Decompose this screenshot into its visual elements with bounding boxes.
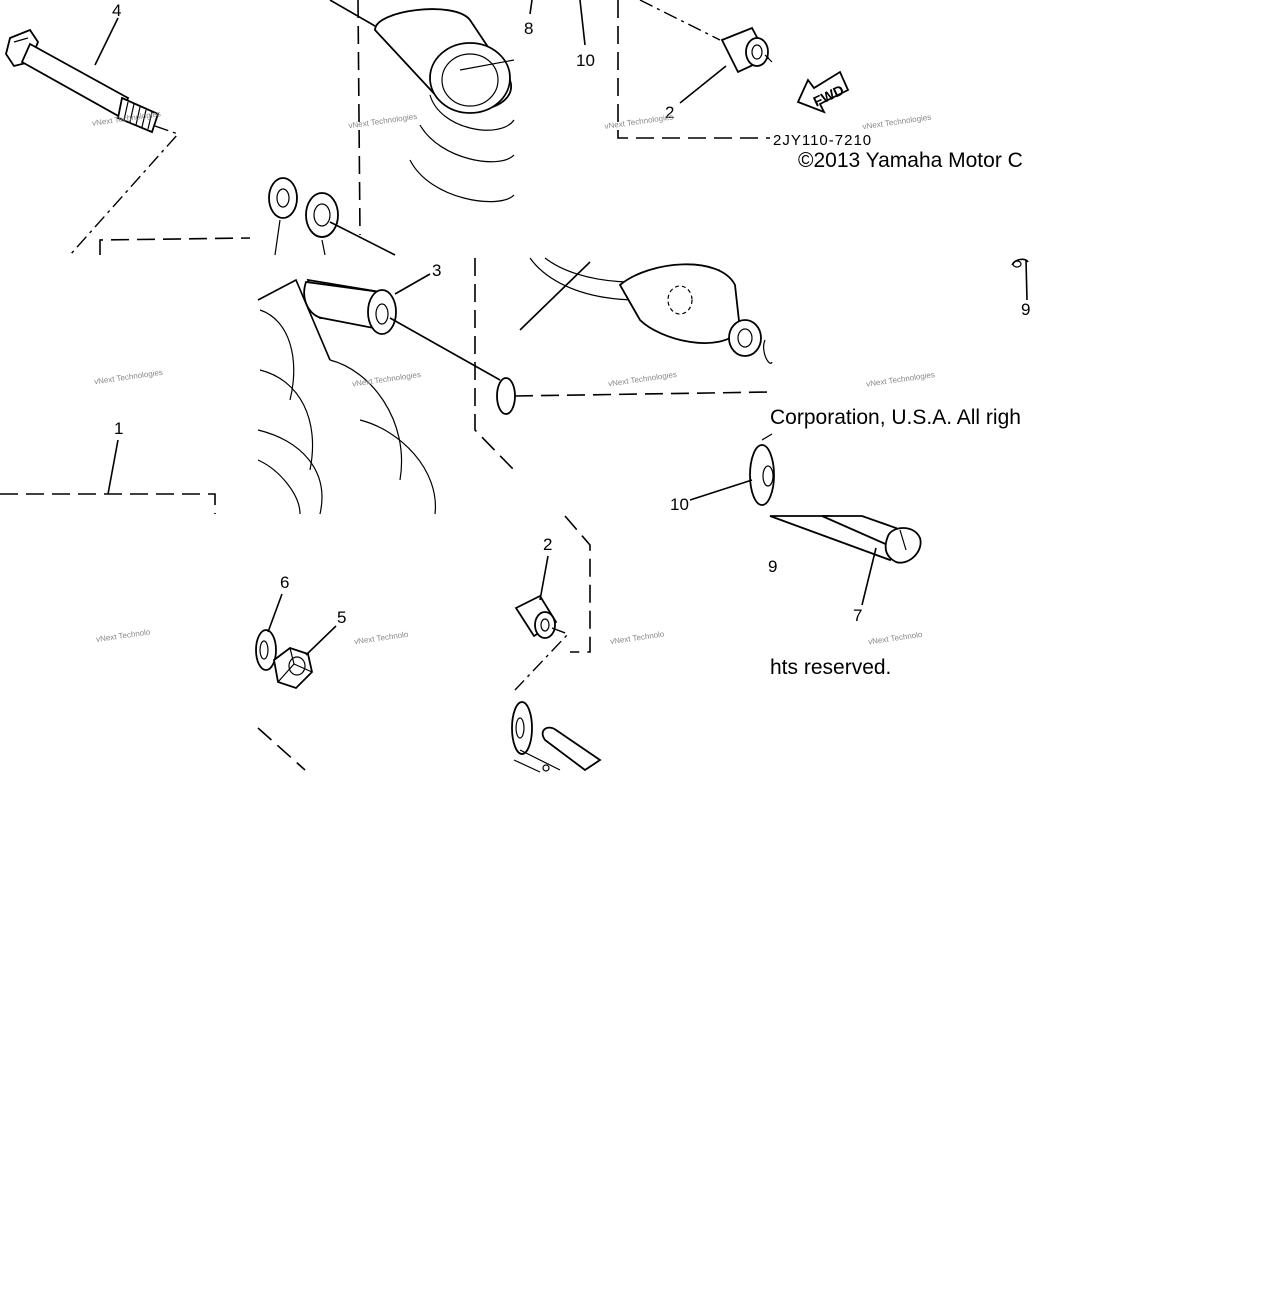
callout-leader-2b xyxy=(539,555,549,601)
shock-absorber-upper xyxy=(329,0,515,236)
collar-part-2a xyxy=(720,26,773,74)
watermark: vNext Technologies xyxy=(94,368,164,387)
collar-part-2b xyxy=(514,594,558,639)
callout-9a: 9 xyxy=(1021,300,1030,319)
callout-2b: 2 xyxy=(543,535,552,554)
callout-7: 7 xyxy=(853,606,862,625)
callout-9b: 9 xyxy=(768,557,777,576)
watermark: vNext Technologies xyxy=(862,113,932,132)
washer-part-6 xyxy=(255,629,277,671)
callout-10b: 10 xyxy=(670,495,689,514)
callout-1: 1 xyxy=(114,419,123,438)
callout-10a: 10 xyxy=(576,51,595,70)
diagram-part-code: 2JY110-7210 xyxy=(773,132,872,149)
callout-leader-10b xyxy=(689,479,753,501)
callout-leader-10a xyxy=(579,0,586,46)
copyright-line-1: ©2013 Yamaha Motor C xyxy=(798,149,1023,172)
shock-absorber-lower xyxy=(519,257,773,364)
centerline-bolt-4 xyxy=(69,125,180,256)
assembly-frame-lower xyxy=(564,515,591,653)
watermark: vNext Technolo xyxy=(868,630,924,647)
bolt-part-4 xyxy=(5,28,160,134)
callout-leader-5 xyxy=(305,625,337,656)
watermark: vNext Technologies xyxy=(608,370,678,389)
watermark-layer: vNext Technologies vNext Technologies vN… xyxy=(92,109,936,646)
centerline-collar-2a xyxy=(639,0,721,41)
callout-8: 8 xyxy=(524,19,533,38)
callout-2a: 2 xyxy=(665,103,674,122)
copyright-line-2: Corporation, U.S.A. All righ xyxy=(770,406,1021,429)
watermark: vNext Technologies xyxy=(604,112,674,131)
washer-part-10b xyxy=(749,433,775,506)
assembly-frame-left xyxy=(0,493,216,514)
callout-leader-7 xyxy=(861,547,877,606)
callout-4: 4 xyxy=(112,1,121,20)
callout-5: 5 xyxy=(337,608,346,627)
centerline-collar-2b xyxy=(514,627,570,691)
shock-lower-eye xyxy=(511,701,602,773)
assembly-frame-center xyxy=(474,258,515,471)
callout-leader-6 xyxy=(267,593,283,633)
nut-part-5 xyxy=(273,646,313,690)
callout-leader-2a xyxy=(679,65,727,104)
assembly-frame-bottom-left xyxy=(257,727,306,771)
copyright-line-3: hts reserved. xyxy=(770,656,891,679)
callout-leader-4 xyxy=(94,17,119,66)
assembly-frame-line xyxy=(99,237,251,255)
watermark: vNext Technolo xyxy=(354,630,410,647)
bolt-part-7 xyxy=(769,515,922,564)
callout-leader-3 xyxy=(394,273,431,295)
assembly-frame-right xyxy=(617,0,770,139)
shock-absorber-body xyxy=(257,278,436,515)
assembly-frame-mid xyxy=(514,391,771,397)
callout-6: 6 xyxy=(280,573,289,592)
washer-parts-upper xyxy=(268,177,396,256)
watermark: vNext Technolo xyxy=(96,627,152,644)
watermark: vNext Technologies xyxy=(866,370,936,389)
callout-leader-8 xyxy=(529,0,533,15)
callout-3: 3 xyxy=(432,261,441,280)
cotter-pin-part-9a xyxy=(1011,258,1029,301)
forward-direction-arrow: FWD xyxy=(796,70,850,114)
callout-leader-1 xyxy=(107,439,119,495)
watermark: vNext Technolo xyxy=(610,630,666,647)
watermark: vNext Technologies xyxy=(352,370,422,389)
collar-part-3 xyxy=(303,278,516,415)
